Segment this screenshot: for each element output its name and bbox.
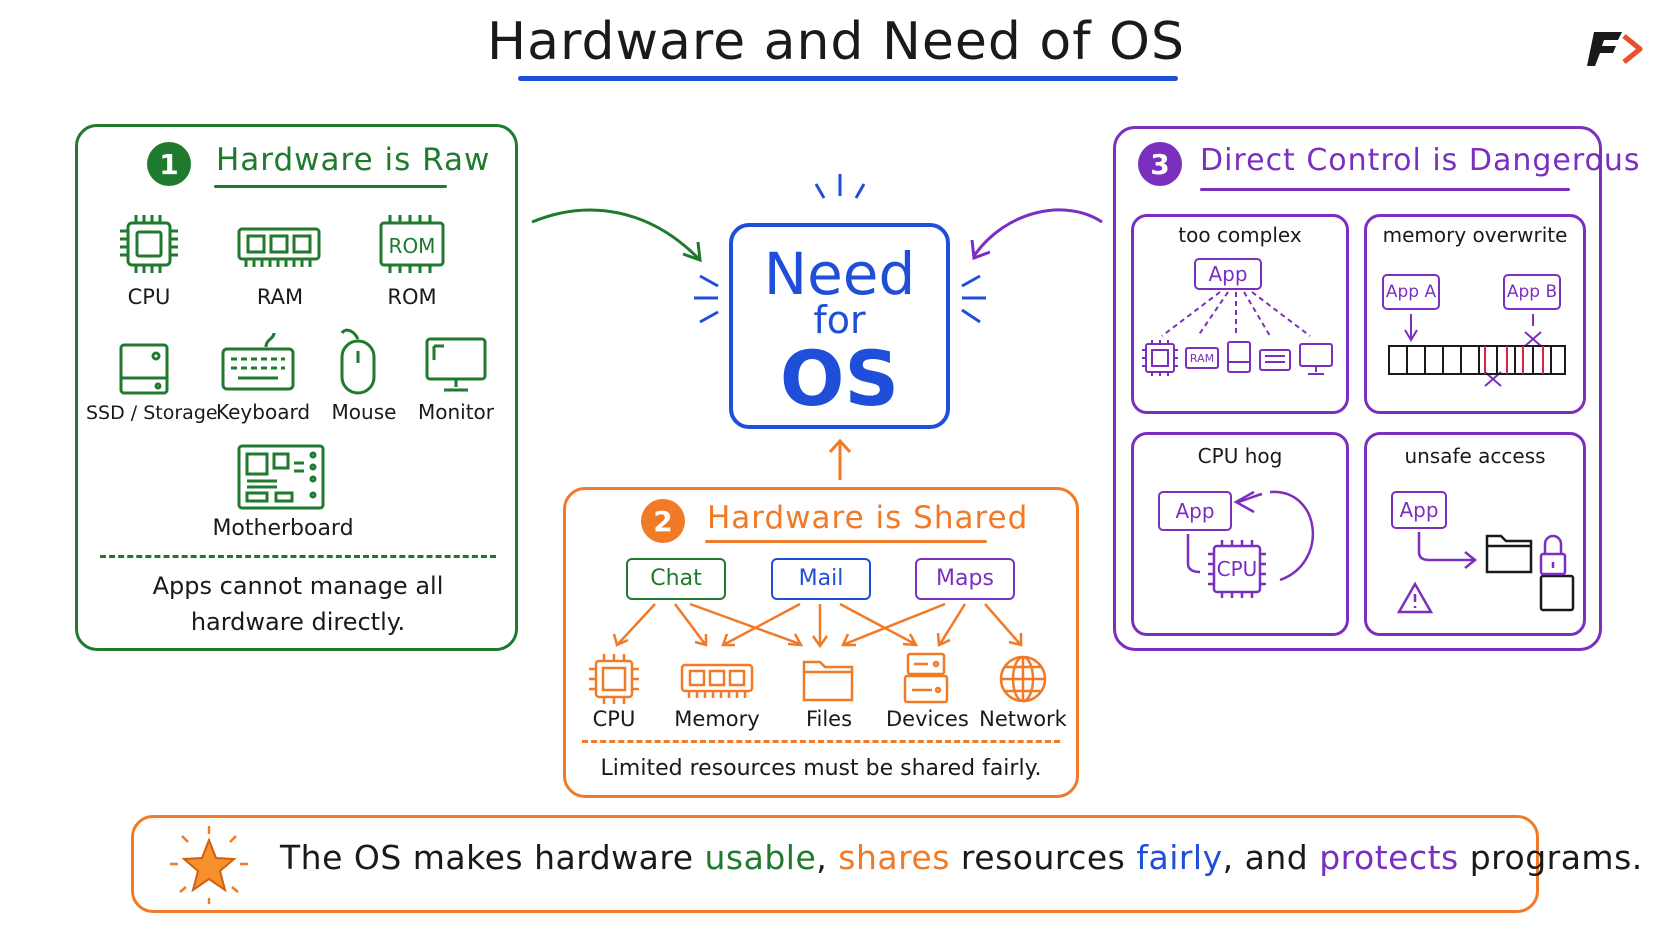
hw-label-mouse: Mouse bbox=[331, 400, 397, 424]
card-overwrite-title: memory overwrite bbox=[1382, 223, 1568, 247]
summary-part3: , and bbox=[1222, 838, 1309, 877]
panel-hardware-raw bbox=[75, 124, 518, 651]
resource-label-cpu: CPU bbox=[592, 707, 636, 731]
card-unsafe-title: unsafe access bbox=[1404, 444, 1546, 468]
unsafe-access-icons bbox=[1396, 532, 1575, 614]
card-complex-hardware-icons: RAM bbox=[1142, 291, 1333, 376]
summary-part2: resources bbox=[960, 838, 1126, 877]
resource-files-icon bbox=[802, 660, 854, 702]
card-unsafe-app: App bbox=[1391, 491, 1447, 529]
hw-label-motherboard: Motherboard bbox=[212, 516, 354, 541]
cpu-hog-loop-icon: CPU bbox=[1186, 490, 1315, 598]
card-too-complex bbox=[1131, 214, 1349, 414]
brand-logo-icon bbox=[1587, 32, 1643, 66]
panel3-title: Direct Control is Dangerous bbox=[1200, 143, 1641, 178]
ssd-icon bbox=[119, 343, 169, 395]
page-title: Hardware and Need of OS bbox=[487, 12, 1185, 72]
panel2-title: Hardware is Shared bbox=[707, 500, 1029, 536]
panel3-title-underline bbox=[1200, 188, 1570, 191]
card-cpu-hog bbox=[1131, 432, 1349, 636]
emphasis-lines-icon bbox=[694, 174, 986, 324]
panel2-title-underline bbox=[705, 540, 987, 543]
badge-1: 1 bbox=[147, 142, 191, 186]
app-chip-maps: Maps bbox=[915, 558, 1015, 600]
panel1-title-underline bbox=[214, 185, 447, 188]
os-text: OS bbox=[779, 334, 900, 423]
app-chip-chat: Chat bbox=[626, 558, 726, 600]
summary-shares: shares bbox=[838, 838, 950, 877]
resource-label-memory: Memory bbox=[674, 707, 760, 731]
panel1-title: Hardware is Raw bbox=[216, 142, 491, 178]
arrow-from-panel3 bbox=[970, 208, 1103, 261]
arrow-from-panel1 bbox=[531, 208, 702, 263]
card-hog-app: App bbox=[1158, 491, 1232, 531]
share-arrows bbox=[612, 602, 1023, 649]
for-text: for bbox=[813, 298, 866, 342]
resource-label-files: Files bbox=[805, 707, 853, 731]
hw-label-ssd: SSD / Storage bbox=[86, 402, 218, 424]
resource-cpu-icon bbox=[589, 654, 639, 704]
need-text: Need bbox=[763, 240, 916, 308]
summary-usable: usable bbox=[704, 838, 817, 877]
motherboard-icon bbox=[237, 444, 325, 510]
summary-part1: The OS makes hardware bbox=[280, 838, 694, 877]
card-overwrite-app-b: App B bbox=[1503, 274, 1561, 310]
summary-protects: protects bbox=[1319, 838, 1459, 877]
rom-icon: ROM bbox=[379, 215, 445, 273]
app-chip-mail: Mail bbox=[771, 558, 871, 600]
mouse-icon bbox=[340, 328, 376, 395]
rom-chip-text: ROM bbox=[389, 234, 436, 258]
resource-network-globe-icon bbox=[999, 655, 1047, 703]
summary-comma1: , bbox=[816, 838, 828, 877]
title-underline bbox=[518, 76, 1178, 81]
card-hog-title: CPU hog bbox=[1197, 444, 1283, 468]
summary-banner bbox=[131, 815, 1539, 913]
hw-label-ram: RAM bbox=[256, 285, 304, 309]
card-unsafe-access bbox=[1364, 432, 1586, 636]
hw-label-cpu: CPU bbox=[127, 285, 171, 309]
card-too-complex-title: too complex bbox=[1178, 223, 1302, 247]
badge-2: 2 bbox=[641, 499, 685, 543]
panel2-note: Limited resources must be shared fairly. bbox=[600, 756, 1042, 781]
arrow-from-panel2 bbox=[828, 438, 852, 480]
panel1-divider bbox=[100, 555, 496, 558]
ram-icon bbox=[237, 227, 321, 267]
summary-fairly: fairly bbox=[1136, 838, 1223, 877]
complex-ram-chip-text: RAM bbox=[1190, 352, 1214, 365]
hog-cpu-text: CPU bbox=[1217, 557, 1258, 581]
star-icon bbox=[170, 826, 248, 904]
panel1-note-line1: Apps cannot manage all bbox=[152, 572, 444, 600]
resource-label-devices: Devices bbox=[886, 707, 969, 731]
summary-text: The OS makes hardware usable, shares res… bbox=[280, 838, 1643, 877]
panel-direct-control bbox=[1113, 126, 1602, 651]
memory-cells-overwrite-icon bbox=[1388, 314, 1566, 387]
resource-devices-icon bbox=[903, 652, 949, 704]
badge-3: 3 bbox=[1138, 142, 1182, 186]
resource-label-network: Network bbox=[979, 707, 1067, 731]
cpu-icon bbox=[120, 215, 178, 273]
need-for-os-box bbox=[729, 223, 950, 429]
keyboard-icon bbox=[221, 332, 295, 391]
summary-part4: programs. bbox=[1469, 838, 1643, 877]
panel2-divider bbox=[582, 740, 1060, 743]
hw-label-rom: ROM bbox=[387, 285, 437, 309]
resource-memory-icon bbox=[680, 663, 754, 698]
hw-label-monitor: Monitor bbox=[417, 400, 495, 424]
monitor-icon bbox=[425, 337, 487, 392]
card-complex-app: App bbox=[1194, 258, 1262, 290]
card-memory-overwrite bbox=[1364, 214, 1586, 414]
card-overwrite-app-a: App A bbox=[1382, 274, 1440, 310]
panel1-note-line2: hardware directly. bbox=[190, 608, 406, 636]
hw-label-keyboard: Keyboard bbox=[216, 400, 311, 424]
